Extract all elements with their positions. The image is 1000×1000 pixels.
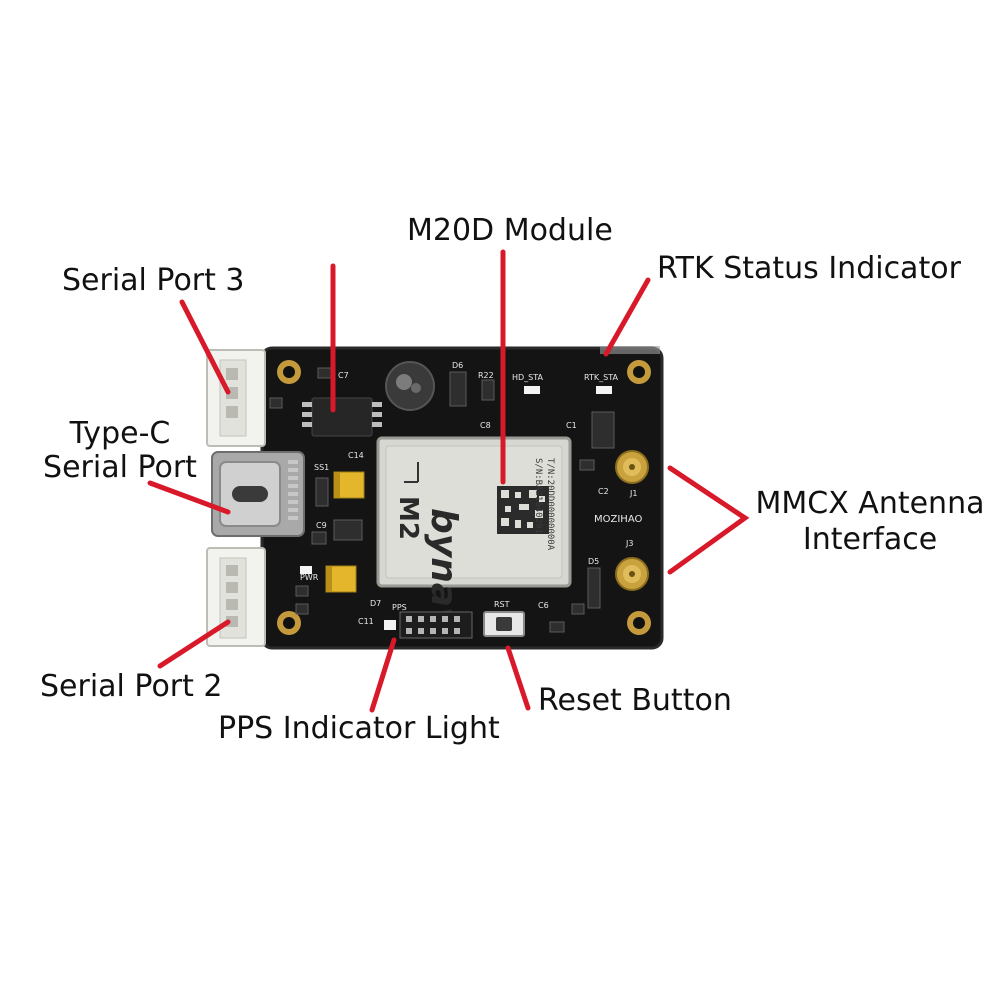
silk-r22: R22 xyxy=(478,371,494,380)
mmcx-connector-j3 xyxy=(615,557,649,591)
pointer-reset-button xyxy=(505,645,531,711)
silk-c11: C11 xyxy=(358,617,374,626)
hd-status-led xyxy=(524,386,540,394)
mounting-hole-top-left xyxy=(277,360,301,384)
silk-c1: C1 xyxy=(566,421,577,430)
power-led xyxy=(300,566,312,574)
silk-d6: D6 xyxy=(452,361,463,370)
silk-d5: D5 xyxy=(588,557,599,566)
mmcx-connector-j1 xyxy=(615,450,649,484)
silk-j1: J1 xyxy=(629,489,637,498)
silk-hd-sta: HD_STA xyxy=(512,373,544,382)
silk-c8: C8 xyxy=(480,421,491,430)
tantalum-capacitor-bottom xyxy=(325,565,357,593)
label-mmcx-line2: Interface xyxy=(802,522,938,557)
silk-c7: C7 xyxy=(338,371,349,380)
label-reset-button: Reset Button xyxy=(538,683,732,718)
mounting-hole-bottom-right xyxy=(627,611,651,635)
pointer-lines xyxy=(147,249,750,713)
module-model-text: M2 xyxy=(393,496,423,540)
silk-pps: PPS xyxy=(392,603,407,612)
label-type-c-line2: Serial Port xyxy=(43,450,197,485)
serial-port-3-connector xyxy=(206,349,266,447)
module-brand-text: bynav xyxy=(423,508,464,632)
reset-button xyxy=(483,611,525,637)
module-sn-text: S/N:BA21640291 xyxy=(533,458,543,534)
rtk-status-led xyxy=(596,386,612,394)
label-pps-light: PPS Indicator Light xyxy=(218,711,500,746)
silk-d7: D7 xyxy=(370,599,381,608)
type-c-connector xyxy=(211,451,305,537)
pin-header xyxy=(399,611,473,639)
silkscreen-labels: D6 R22 HD_STA RTK_STA C7 C8 C14 SS1 C9 P… xyxy=(300,361,642,626)
label-serial-port-3: Serial Port 3 xyxy=(62,263,245,298)
pin-header-pins xyxy=(406,616,460,634)
module-qr-code xyxy=(497,486,549,534)
serial-port-2-connector xyxy=(206,547,266,647)
silk-rtk-sta: RTK_STA xyxy=(584,373,618,382)
label-serial-port-2: Serial Port 2 xyxy=(40,669,223,704)
silk-c6: C6 xyxy=(538,601,549,610)
silk-ss1: SS1 xyxy=(314,463,329,472)
pointer-rtk-status xyxy=(603,277,651,357)
mounting-hole-top-right xyxy=(627,360,651,384)
silk-brand-mark: MOZIHAO xyxy=(594,514,642,525)
smd-components xyxy=(269,367,615,633)
pointer-pps-light xyxy=(369,637,397,713)
pps-led xyxy=(384,620,396,630)
pointer-mmcx-antenna xyxy=(667,465,750,575)
pcb-board: M2 bynav T/N:20DD00000000A S/N:BA2164029… xyxy=(206,346,664,650)
silk-j3: J3 xyxy=(625,539,633,548)
silk-c14: C14 xyxy=(348,451,364,460)
label-type-c-line1: Type-C xyxy=(69,416,171,451)
pointer-serial-port-3 xyxy=(179,299,231,395)
module-tn-text: T/N:20DD00000000A xyxy=(545,458,555,551)
silk-rst: RST xyxy=(494,600,510,609)
pointer-serial-port-2 xyxy=(157,619,231,669)
module-axis-arrow-icon xyxy=(404,462,419,483)
tantalum-capacitor-top xyxy=(333,471,365,499)
silk-c2: C2 xyxy=(598,487,609,496)
pointer-type-c xyxy=(147,480,231,515)
label-rtk-status: RTK Status Indicator xyxy=(657,251,961,286)
label-mmcx-line1: MMCX Antenna xyxy=(755,486,985,521)
inductor-coil xyxy=(385,361,435,411)
m20d-module: M2 bynav T/N:20DD00000000A S/N:BA2164029… xyxy=(376,436,572,632)
label-m20d-module: M20D Module xyxy=(407,213,613,248)
mounting-hole-bottom-left xyxy=(277,611,301,635)
regulator-chip xyxy=(302,397,382,437)
silk-c9: C9 xyxy=(316,521,327,530)
silk-pwr: PWR xyxy=(300,573,319,582)
